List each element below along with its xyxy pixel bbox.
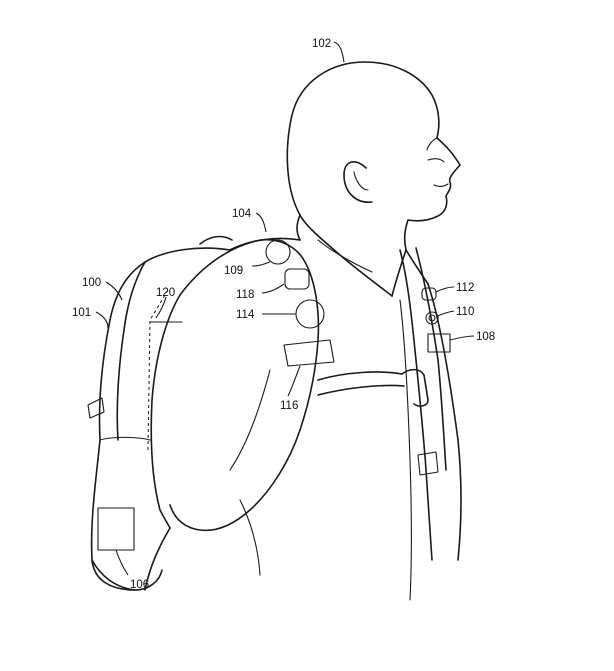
leader-lines — [95, 41, 475, 576]
label-106: 106 — [130, 579, 149, 591]
label-116: 116 — [280, 400, 298, 412]
label-118: 118 — [236, 289, 254, 301]
component-114 — [295, 299, 325, 329]
label-109: 109 — [224, 265, 243, 277]
label-104: 104 — [232, 208, 252, 220]
label-108: 108 — [476, 331, 495, 343]
arm — [144, 238, 320, 591]
component-110 — [425, 311, 439, 325]
label-110: 110 — [456, 306, 474, 318]
torso — [229, 214, 462, 601]
reference-numerals: 102 104 100 101 120 109 118 114 116 112 … — [72, 38, 495, 591]
component-108 — [427, 333, 451, 353]
head — [286, 61, 461, 251]
backpack — [87, 235, 253, 591]
label-112: 112 — [456, 282, 474, 294]
component-106 — [97, 507, 135, 551]
label-120: 120 — [156, 287, 175, 299]
component-116 — [283, 339, 335, 367]
label-101: 101 — [72, 307, 91, 319]
component-112 — [421, 287, 437, 301]
label-114: 114 — [236, 309, 255, 321]
straps — [317, 247, 447, 561]
component-109 — [265, 239, 291, 265]
label-100: 100 — [82, 277, 101, 289]
label-102: 102 — [312, 38, 331, 50]
component-118 — [284, 268, 310, 290]
components — [97, 239, 451, 551]
